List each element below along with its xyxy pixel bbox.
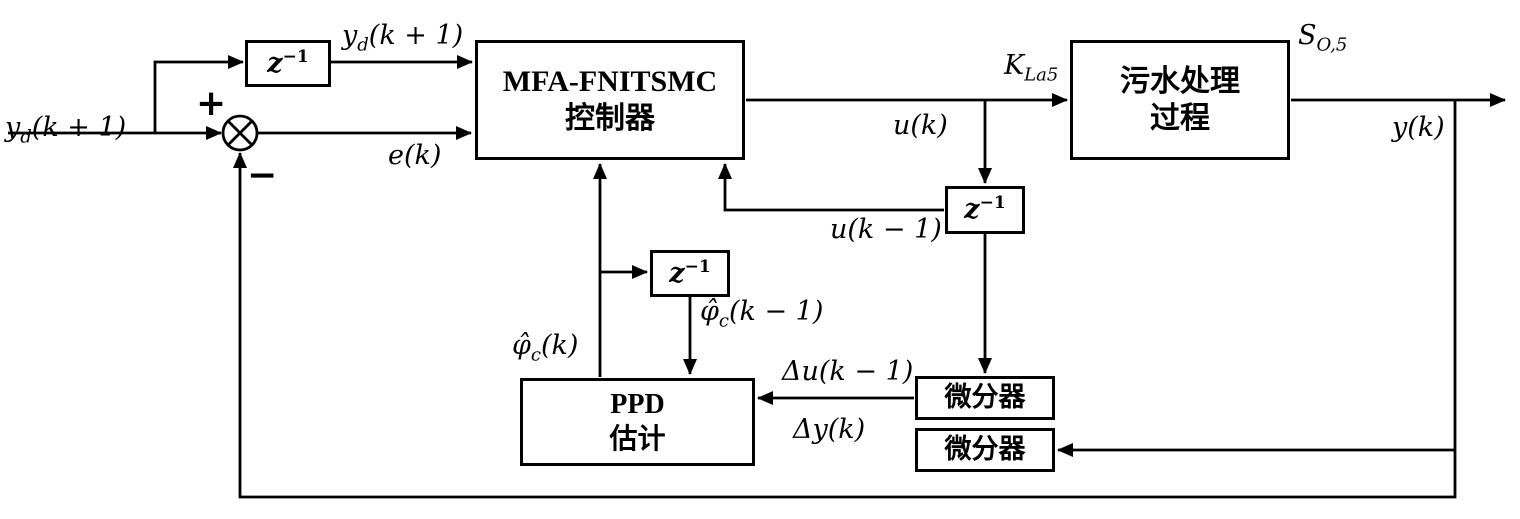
- signal-yd-input: yd(k + 1): [5, 112, 127, 148]
- signal-u: u(k): [893, 110, 948, 141]
- signal-kla5: KLa5: [1004, 50, 1059, 86]
- process-name-line2: 过程: [1150, 102, 1210, 135]
- differentiator-y-block: 微分器: [915, 428, 1055, 472]
- delay-setpoint-label: z−1: [267, 46, 309, 79]
- signal-error: e(k): [388, 140, 442, 171]
- wire-feedback-loop: [233, 100, 1457, 499]
- ppd-name-line1: PPD: [610, 389, 665, 420]
- signal-so5: SO,5: [1298, 20, 1348, 56]
- signal-phi: φ̂c(k): [512, 330, 579, 366]
- differentiator-u-block: 微分器: [915, 376, 1055, 420]
- signal-yd-delayed: yd(k + 1): [342, 20, 464, 56]
- ppd-name-line2: 估计: [609, 424, 666, 455]
- delay-block-u: z−1: [945, 186, 1025, 234]
- differentiator-u-label: 微分器: [944, 382, 1026, 413]
- delay-block-phi: z−1: [650, 250, 730, 297]
- controller-name-cn: 控制器: [565, 102, 655, 135]
- wire-setpoint-branch-up: [153, 55, 244, 133]
- signal-y: y(k): [1392, 112, 1445, 143]
- process-block: 污水处理 过程: [1070, 40, 1290, 160]
- delay-phi-label: z−1: [669, 256, 711, 289]
- controller-block: MFA-FNITSMC 控制器: [475, 40, 745, 160]
- wire-u-delayed-back: [718, 163, 944, 212]
- signal-phi-prev: φ̂c(k − 1): [700, 296, 824, 332]
- plus-sign: +: [196, 83, 227, 124]
- signal-u-prev: u(k − 1): [830, 214, 942, 245]
- ppd-estimator-block: PPD 估计: [520, 378, 755, 466]
- signal-delta-u-prev: Δu(k − 1): [782, 356, 914, 387]
- controller-name: MFA-FNITSMC: [502, 64, 718, 98]
- differentiator-y-label: 微分器: [944, 434, 1026, 465]
- summing-junction-cross-2: [227, 120, 253, 146]
- delay-u-label: z−1: [964, 193, 1006, 226]
- signal-delta-y: Δy(k): [793, 414, 866, 445]
- delay-block-setpoint: z−1: [245, 40, 331, 87]
- process-name-line1: 污水处理: [1120, 64, 1240, 98]
- minus-sign: −: [247, 155, 278, 196]
- summing-junction: [221, 114, 259, 152]
